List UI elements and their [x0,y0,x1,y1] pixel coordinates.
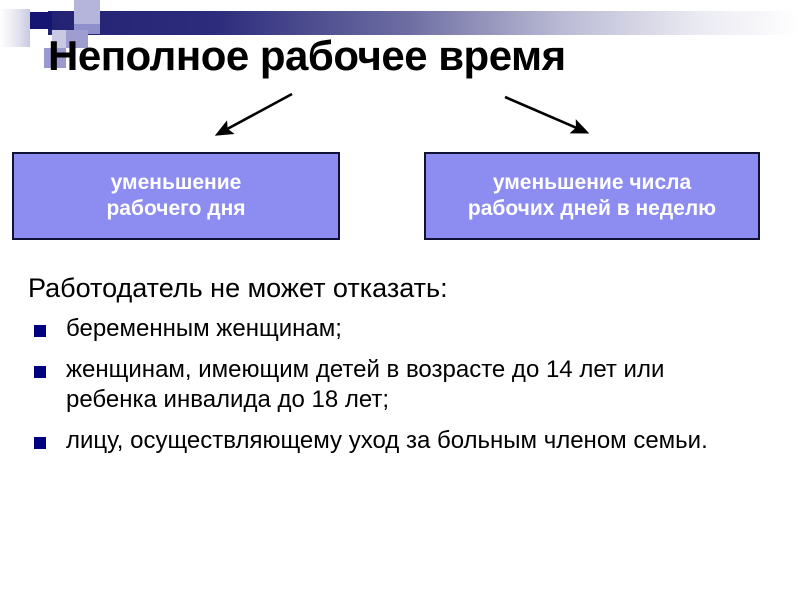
list-item-text: лицу, осуществляющему уход за больным чл… [66,427,708,455]
decor-square-periwinkle [44,48,66,68]
square-bullet-icon [34,437,46,450]
decor-square-fade [0,9,30,47]
list-item: лицу, осуществляющему уход за больным чл… [28,426,728,457]
square-bullet-icon [34,325,46,337]
arrow-right-icon [504,95,590,134]
list-item: беременным женщинам; [28,314,728,345]
square-bullet-icon [34,365,46,378]
list-item-text: беременным женщинам; [66,315,342,342]
decor-square-lavender-mid [74,24,100,34]
decor-square-medium [66,30,88,48]
decor-square-navy [30,12,52,29]
exemption-list: беременным женщинам; женщинам, имеющим д… [28,314,728,467]
decor-square-lavender-top [74,0,100,24]
arrow-left-icon [214,92,293,136]
page-title: Неполное рабочее время [48,32,566,79]
list-item-text: женщинам, имеющим детей в возрасте до 14… [66,355,665,414]
header-gradient-bar [48,11,800,35]
lead-paragraph: Работодатель не может отказать: [28,273,448,303]
list-item: женщинам, имеющим детей в возрасте до 14… [28,355,728,416]
